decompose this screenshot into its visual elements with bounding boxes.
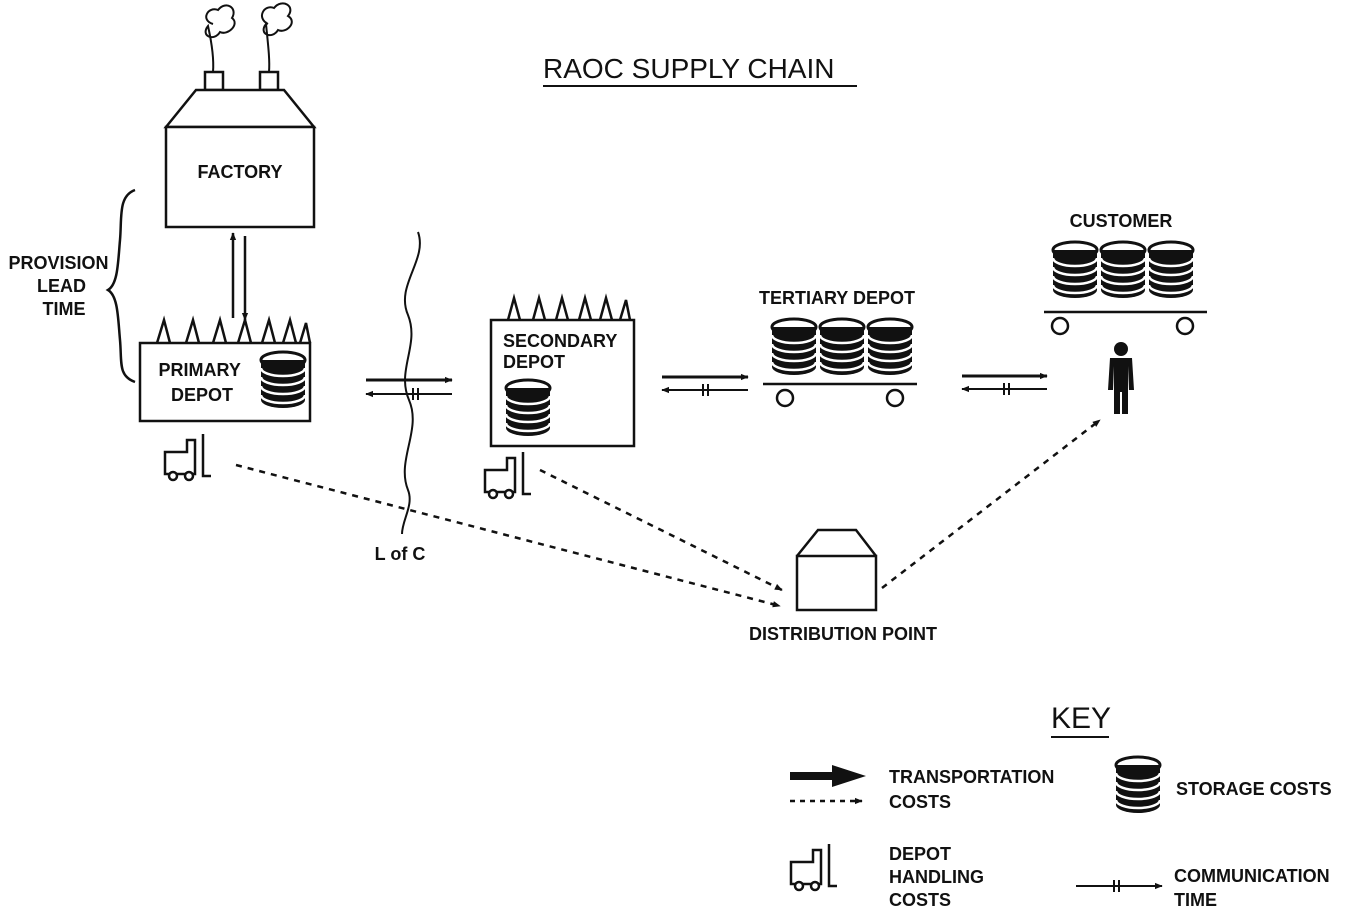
dashed-route-distribution-to-customer [882,420,1100,588]
secondary-depot: SECONDARY DEPOT [485,298,634,498]
primary-depot-storage-icon [261,352,305,408]
tertiary-depot-label: TERTIARY DEPOT [759,288,915,308]
key-storage-label: STORAGE COSTS [1176,779,1332,799]
distribution-point-roof [797,530,876,556]
primary-depot: PRIMARY DEPOT [140,320,310,480]
tertiary-depot: TERTIARY DEPOT [759,288,917,406]
distribution-point-building [797,556,876,610]
key-handling: DEPOT HANDLING COSTS [791,844,989,910]
customer-pallet-wheel-right [1177,318,1193,334]
key-handling-label: DEPOT HANDLING COSTS [889,844,989,910]
tertiary-pallet-wheel-left [777,390,793,406]
secondary-depot-roof [508,298,630,320]
factory-roof [166,90,314,127]
line-of-communication-label: L of C [375,544,426,564]
tertiary-storage-icon-3 [868,319,912,375]
tertiary-storage-icon-2 [820,319,864,375]
transport-arrow-icon [790,765,866,787]
customer-storage-icon-3 [1149,242,1193,298]
factory-smoke-left [206,5,235,72]
key-communication: COMMUNICATION TIME [1076,866,1335,910]
key-storage: STORAGE COSTS [1116,757,1332,813]
secondary-depot-storage-icon [506,380,550,436]
tertiary-storage-icon-1 [772,319,816,375]
key-transportation: TRANSPORTATION COSTS [790,765,1059,812]
storage-icon [1116,757,1160,813]
dashed-route-secondary-to-distribution [540,470,782,590]
factory-label: FACTORY [197,162,282,182]
key-title: KEY [1051,702,1111,735]
factory-smoke-right [262,3,292,72]
person-icon [1108,342,1134,414]
customer-label: CUSTOMER [1070,211,1173,231]
key-communication-label: COMMUNICATION TIME [1174,866,1335,910]
lead-time-brace [108,190,135,382]
key-transportation-label: TRANSPORTATION COSTS [889,767,1059,812]
customer-storage-icon-2 [1101,242,1145,298]
tertiary-pallet-wheel-right [887,390,903,406]
dashed-route-primary-to-distribution [236,465,780,606]
forklift-icon [791,844,837,890]
primary-depot-roof [157,320,310,343]
factory-chimney-right [260,72,278,90]
factory: FACTORY [166,3,314,227]
secondary-depot-handling-icon [485,452,531,498]
factory-chimney-left [205,72,223,90]
provision-lead-time-label: PROVISION LEAD TIME [8,253,113,319]
key: KEY TRANSPORTATION COSTS STORAGE COSTS D… [790,702,1335,910]
primary-depot-handling-icon [165,434,211,480]
line-of-communication [402,232,420,534]
distribution-point-label: DISTRIBUTION POINT [749,624,937,644]
customer: CUSTOMER [1044,211,1207,414]
customer-pallet-wheel-left [1052,318,1068,334]
diagram-title: RAOC SUPPLY CHAIN [543,53,834,84]
customer-storage-icon-1 [1053,242,1097,298]
